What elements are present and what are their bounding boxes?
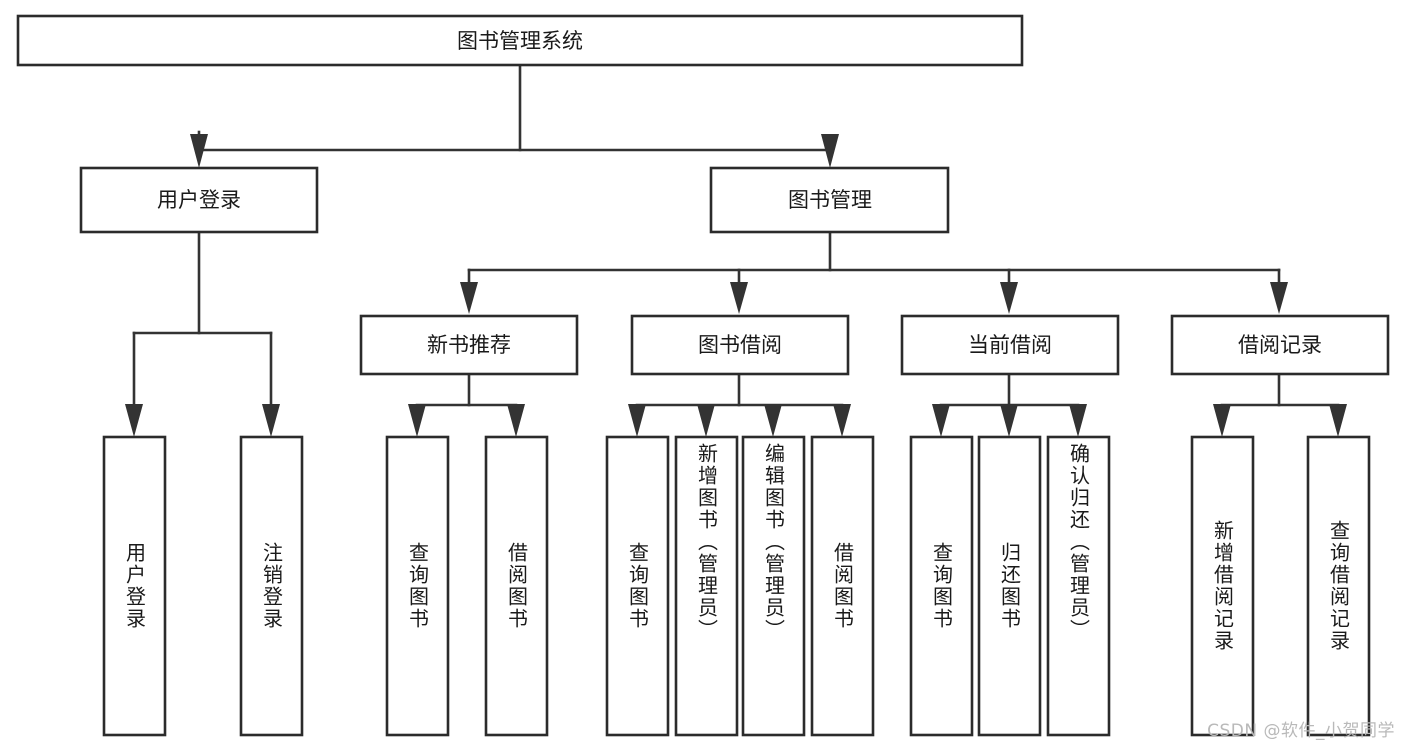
nodes-layer: 图书管理系统 用户登录 图书管理 新书推荐 图书借阅 当前 — [16, 14, 1390, 737]
arrow-to-leaf-newbook-2 — [507, 404, 525, 437]
node-book-management[interactable]: 图书管理 — [709, 166, 950, 234]
leaf-box-currentborrow-3[interactable] — [1046, 435, 1111, 737]
leaf-box-bookborrow-1[interactable] — [605, 435, 670, 737]
arrow-to-leaf-currentborrow-2 — [1000, 404, 1018, 437]
arrow-to-leaf-user-login-1 — [125, 404, 143, 437]
node-borrow-record-label: 借阅记录 — [1238, 333, 1322, 357]
arrow-to-leaf-currentborrow-1 — [932, 404, 950, 437]
arrow-to-leaf-bookborrow-4 — [833, 404, 851, 437]
arrow-to-leaf-borrowrecord-1 — [1213, 404, 1231, 437]
node-new-book-recommend[interactable]: 新书推荐 — [359, 314, 579, 376]
leaf-box-bookborrow-4[interactable] — [810, 435, 875, 737]
arrow-to-leaf-currentborrow-3 — [1069, 404, 1087, 437]
node-book-management-label: 图书管理 — [788, 188, 872, 212]
leaf-box-bookborrow-3[interactable] — [741, 435, 806, 737]
node-borrow-record[interactable]: 借阅记录 — [1170, 314, 1390, 376]
node-current-borrow-label: 当前借阅 — [968, 333, 1052, 357]
node-new-book-recommend-label: 新书推荐 — [427, 333, 511, 357]
csdn-watermark: CSDN @软件_小贺同学 — [1207, 721, 1395, 741]
node-book-borrow[interactable]: 图书借阅 — [630, 314, 850, 376]
arrow-to-bookmgmt — [821, 134, 839, 168]
arrow-to-borrowrecord — [1270, 282, 1288, 314]
leaf-box-borrowrecord-1[interactable] — [1190, 435, 1255, 737]
arrow-to-leaf-bookborrow-2 — [697, 404, 715, 437]
arrow-to-leaf-newbook-1 — [408, 404, 426, 437]
arrow-to-leaf-bookborrow-1 — [628, 404, 646, 437]
leaf-box-currentborrow-1[interactable] — [909, 435, 974, 737]
leaf-box-newbook-1[interactable] — [385, 435, 450, 737]
arrow-to-userlogin — [190, 134, 208, 168]
arrow-to-newbook — [460, 282, 478, 314]
arrow-to-leaf-bookborrow-3 — [764, 404, 782, 437]
leaf-box-user-login-2[interactable] — [239, 435, 304, 737]
leaf-box-newbook-2[interactable] — [484, 435, 549, 737]
leaf-box-borrowrecord-2[interactable] — [1306, 435, 1371, 737]
node-root[interactable]: 图书管理系统 — [16, 14, 1024, 67]
node-book-borrow-label: 图书借阅 — [698, 333, 782, 357]
node-root-label: 图书管理系统 — [457, 29, 583, 53]
arrow-to-leaf-borrowrecord-2 — [1329, 404, 1347, 437]
arrow-to-currentborrow — [1000, 282, 1018, 314]
node-user-login[interactable]: 用户登录 — [79, 166, 319, 234]
leaf-box-bookborrow-2[interactable] — [674, 435, 739, 737]
arrow-to-bookborrow — [730, 282, 748, 314]
leaf-box-currentborrow-2[interactable] — [977, 435, 1042, 737]
arrow-to-leaf-user-login-2 — [262, 404, 280, 437]
node-user-login-label: 用户登录 — [157, 188, 241, 212]
node-current-borrow[interactable]: 当前借阅 — [900, 314, 1120, 376]
edges-layer — [125, 63, 1347, 437]
leaf-box-user-login-1[interactable] — [102, 435, 167, 737]
